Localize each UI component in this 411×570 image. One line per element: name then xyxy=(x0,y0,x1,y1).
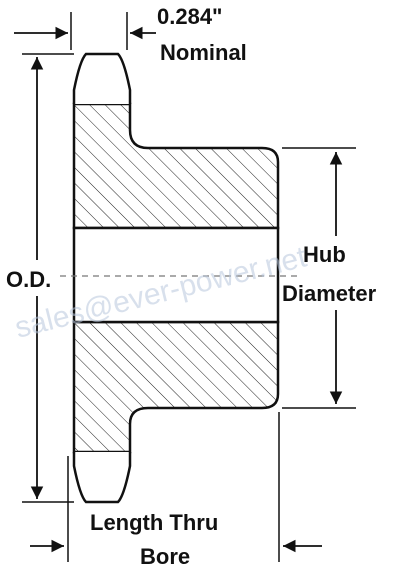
length-label-line2: Bore xyxy=(140,544,190,569)
od-label: O.D. xyxy=(6,267,51,292)
lower-section xyxy=(72,320,280,454)
lower-tooth-tip xyxy=(72,452,132,504)
hub-label-line2: Diameter xyxy=(282,281,377,306)
bore xyxy=(72,226,280,324)
upper-tooth-tip xyxy=(72,52,132,104)
upper-section xyxy=(72,102,280,230)
hub-label-line1: Hub xyxy=(303,242,346,267)
length-label-line1: Length Thru xyxy=(90,510,218,535)
tooth-width-value: 0.284" xyxy=(157,4,222,29)
tooth-width-note: Nominal xyxy=(160,40,247,65)
